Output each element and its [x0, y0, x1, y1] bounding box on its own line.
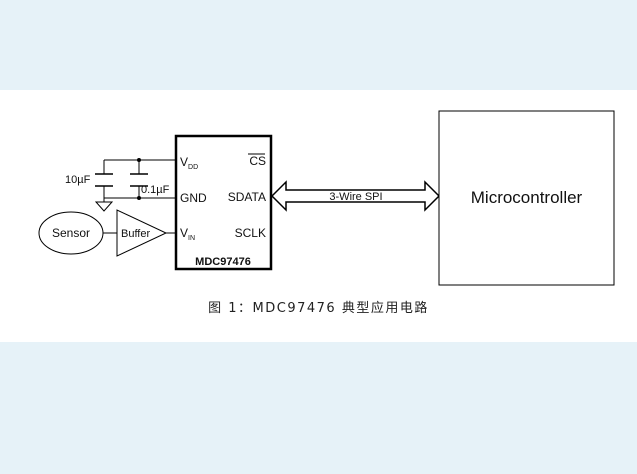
sensor-label: Sensor [52, 226, 90, 240]
ground-symbol [94, 201, 114, 212]
capacitor-10uf [95, 173, 113, 187]
junction-dot [137, 196, 141, 200]
spi-label: 3-Wire SPI [329, 191, 382, 203]
pin-cs: CS [249, 154, 266, 168]
chip-name: MDC97476 [195, 256, 251, 268]
pin-sdata: SDATA [228, 190, 266, 204]
cap-small-label: 0.1µF [141, 184, 170, 196]
buffer-triangle [116, 209, 168, 257]
buffer-label: Buffer [121, 228, 150, 240]
pin-vdd: VDD [180, 155, 198, 171]
figure-caption: 图 1：MDC97476 典型应用电路 [208, 301, 429, 316]
junction-dot [137, 158, 141, 162]
microcontroller-label: Microcontroller [471, 188, 583, 207]
chip-box [174, 134, 273, 271]
pin-gnd: GND [180, 191, 207, 205]
circuit-diagram: VDD GND VIN CS SDATA SCLK MDC97476 10µF … [38, 110, 615, 286]
pin-vin: VIN [180, 226, 195, 242]
pin-sclk: SCLK [235, 226, 266, 240]
figure-panel: VDD GND VIN CS SDATA SCLK MDC97476 10µF … [0, 90, 637, 342]
microcontroller-box [438, 110, 615, 286]
capacitor-0-1uf [130, 173, 148, 187]
cap-large-label: 10µF [65, 174, 91, 186]
